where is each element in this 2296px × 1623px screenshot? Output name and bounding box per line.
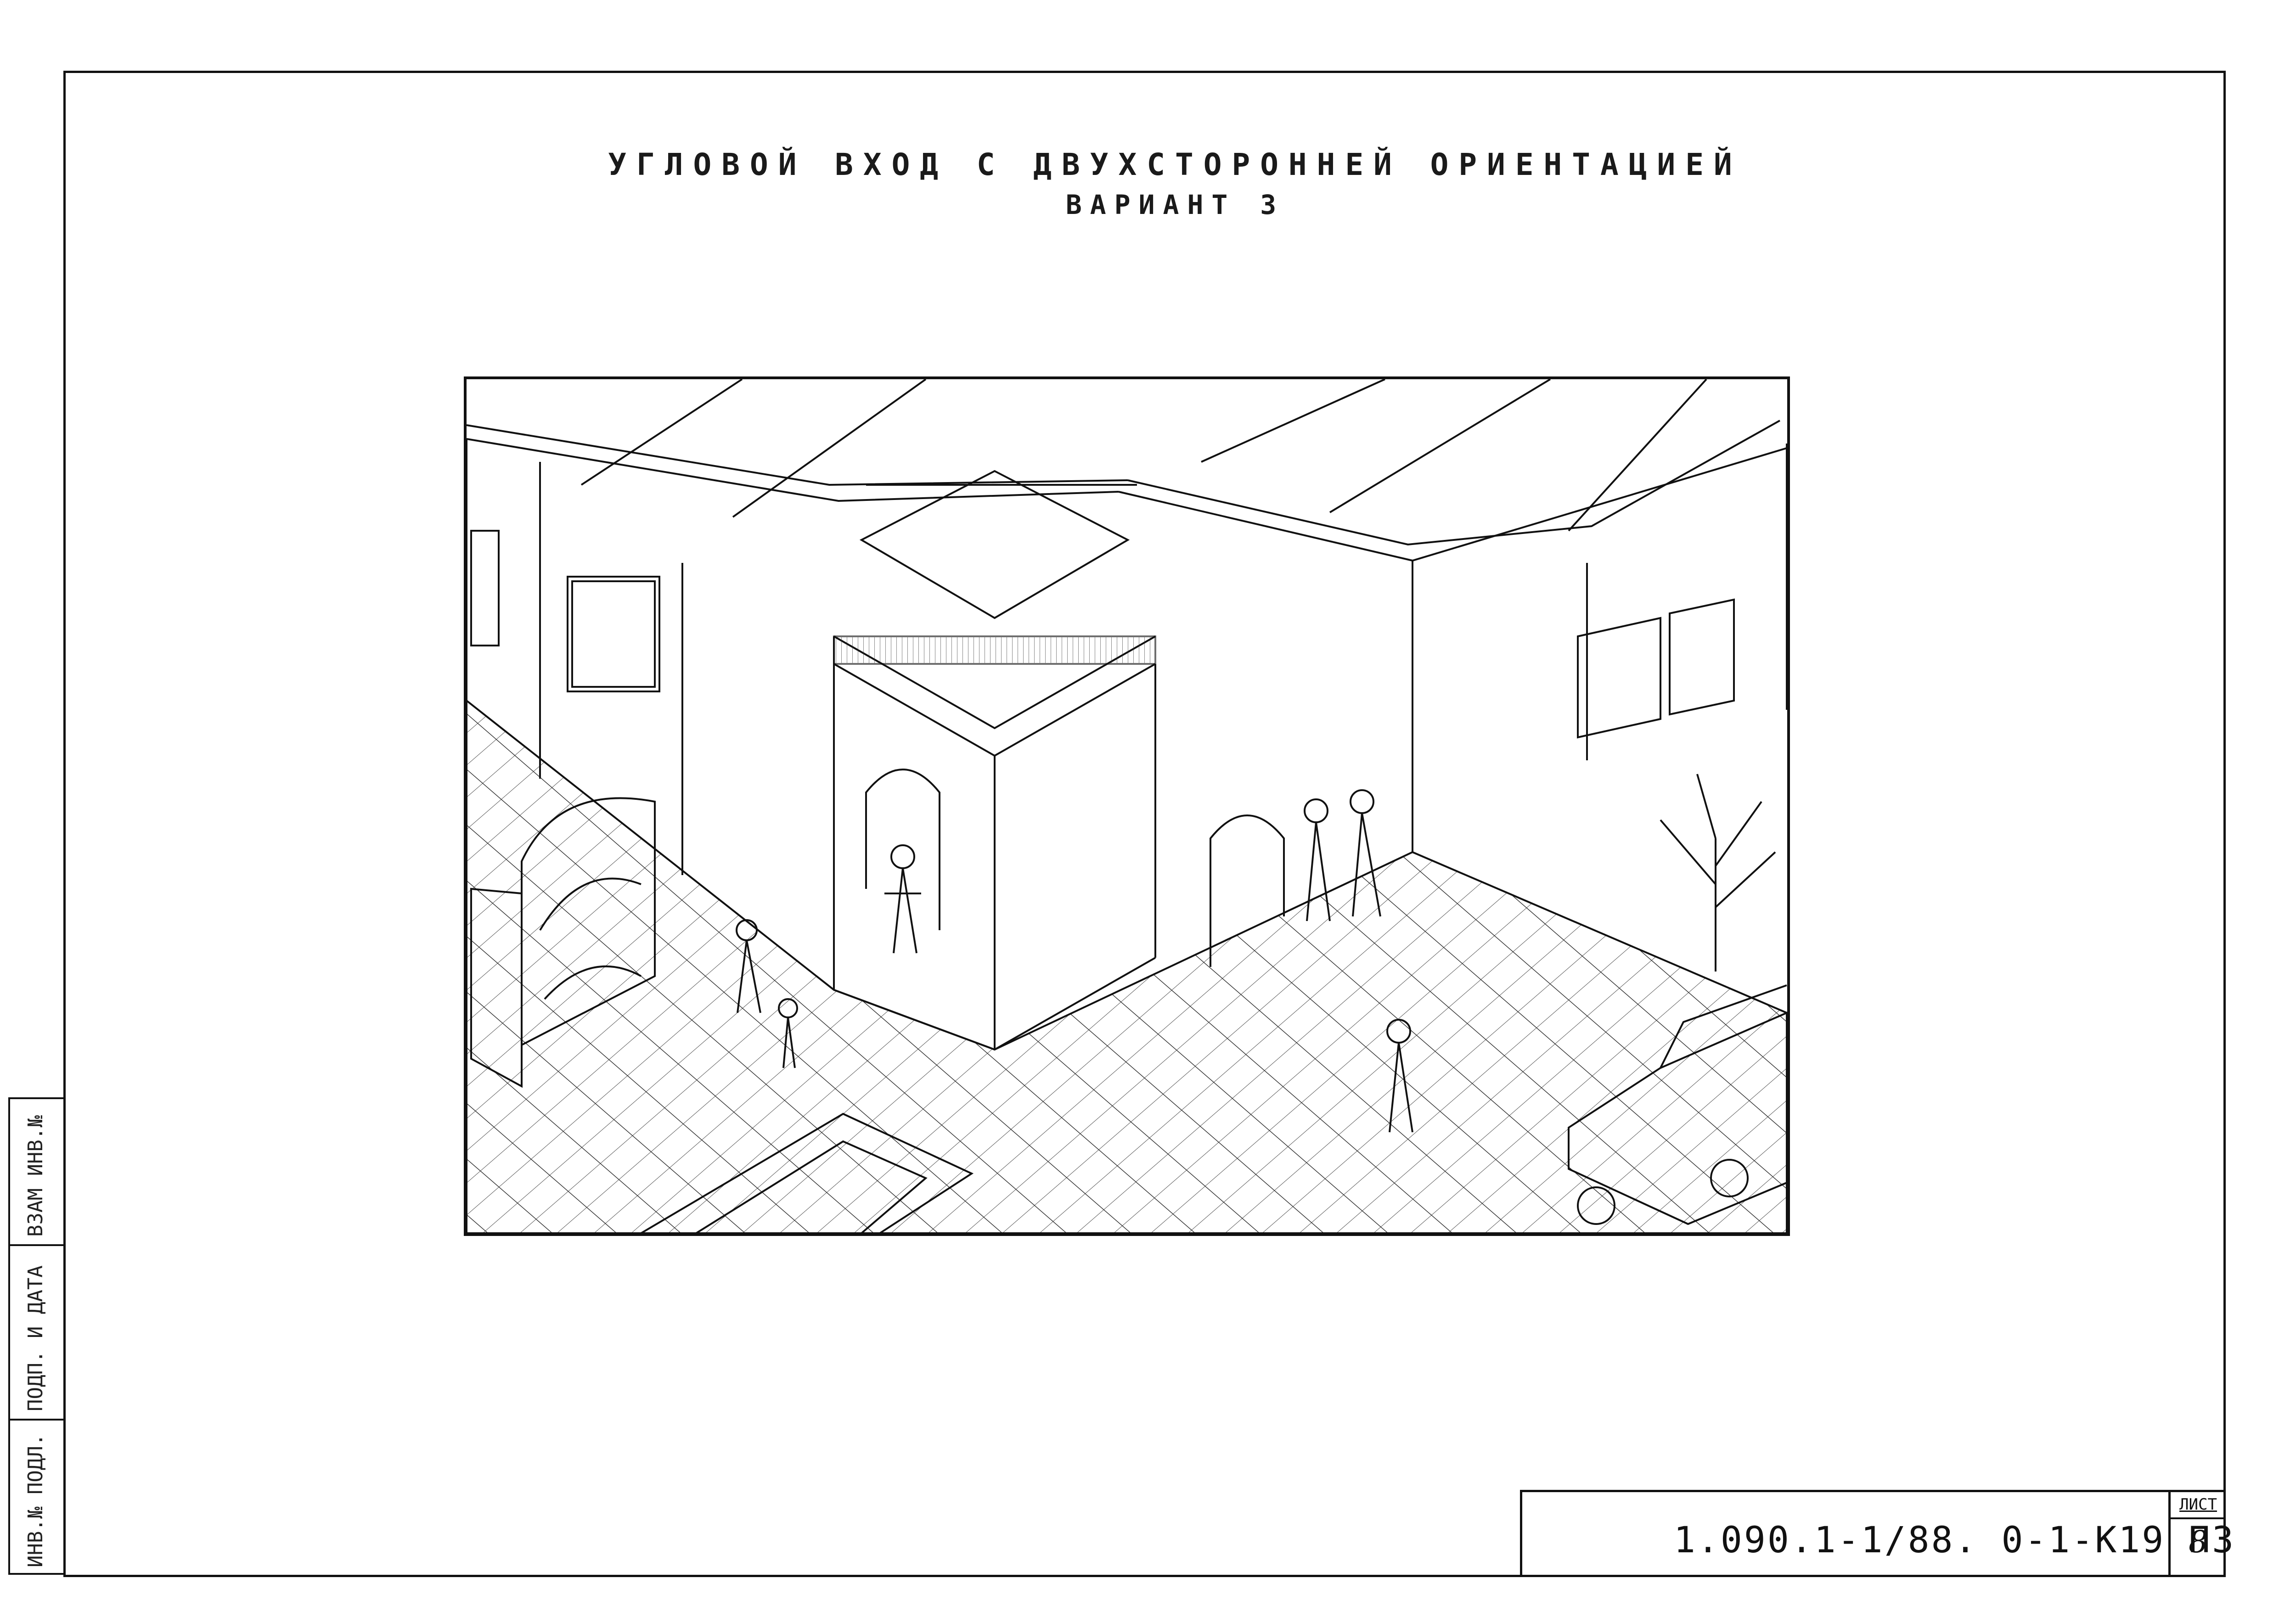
side-stamp-label: ИНВ.№ ПОДЛ. bbox=[24, 1433, 47, 1567]
side-stamp-cell: ИНВ.№ ПОДЛ. bbox=[10, 1421, 63, 1575]
roof bbox=[467, 379, 1787, 990]
planter-bed bbox=[640, 1112, 974, 1233]
pedestrians bbox=[736, 789, 1413, 1133]
window bbox=[470, 530, 1735, 739]
pavement bbox=[467, 699, 1787, 1233]
side-stamp-cell: ПОДП. И ДАТА bbox=[10, 1246, 63, 1421]
sheet-label: ЛИСТ bbox=[2171, 1492, 2226, 1519]
isometric-illustration bbox=[464, 376, 1790, 1236]
car bbox=[1568, 984, 1787, 1225]
sheet-box: ЛИСТ 8 bbox=[2168, 1492, 2226, 1577]
document-code: 1.090.1-1/88. 0-1-К19 ПЗ bbox=[1674, 1520, 2236, 1561]
side-stamp: ВЗАМ ИНВ.№ ПОДП. И ДАТА ИНВ.№ ПОДЛ. bbox=[8, 1097, 63, 1575]
mural-panel bbox=[470, 797, 656, 1088]
title-block: 1.090.1-1/88. 0-1-К19 ПЗ ЛИСТ 8 bbox=[1520, 1490, 2234, 1577]
sheet-number: 8 bbox=[2189, 1524, 2208, 1560]
tree bbox=[1660, 774, 1776, 972]
drawing-frame bbox=[63, 71, 2226, 1577]
side-stamp-cell: ВЗАМ ИНВ.№ bbox=[10, 1099, 63, 1246]
drawing-subtitle: ВАРИАНТ 3 bbox=[1065, 189, 1285, 220]
side-stamp-label: ПОДП. И ДАТА bbox=[24, 1265, 47, 1411]
side-stamp-label: ВЗАМ ИНВ.№ bbox=[24, 1115, 47, 1237]
drawing-title: УГЛОВОЙ ВХОД С ДВУХСТОРОННЕЙ ОРИЕНТАЦИЕЙ bbox=[608, 147, 1742, 182]
building-entrance-sketch bbox=[467, 379, 1787, 1233]
